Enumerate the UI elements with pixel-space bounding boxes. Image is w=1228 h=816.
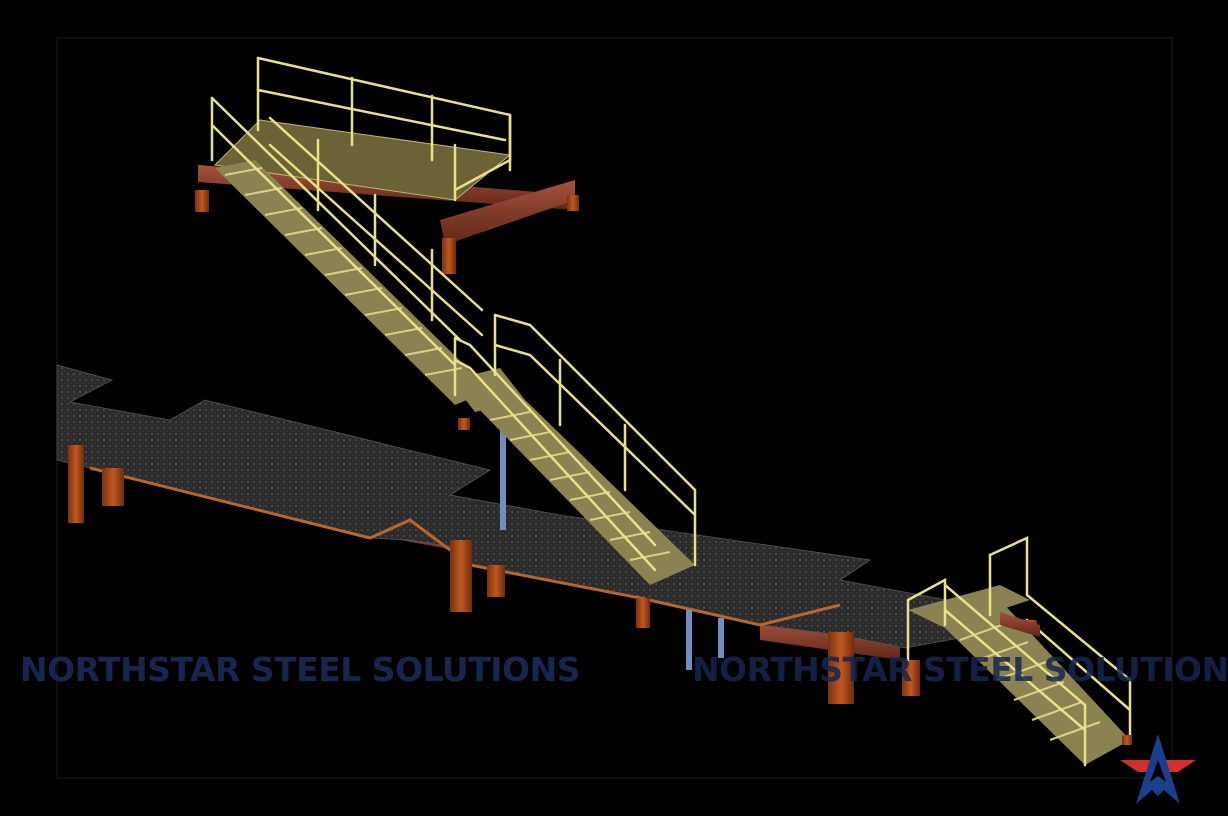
column-7 [902, 660, 920, 696]
upper-beam-cross [440, 180, 575, 245]
right-beam-fragment [1000, 612, 1040, 637]
column-3 [450, 540, 472, 612]
right-stair-rail-outer [988, 536, 1132, 742]
railings [210, 56, 697, 572]
lower-flight-handrail-left [453, 336, 657, 547]
upper-flight-handrail-left [210, 96, 462, 342]
column-6 [828, 632, 854, 704]
lower-flight-handrail-left-mid [453, 358, 657, 572]
upper-column-mid [442, 238, 456, 274]
upper-column-left [195, 190, 209, 212]
logo-a-cutout [1150, 760, 1166, 782]
column-5 [636, 598, 650, 628]
blue-post-2 [686, 610, 692, 670]
watermark-right: NORTHSTAR STEEL SOLUTIONS [692, 650, 1228, 689]
main-stair-lower-flight [450, 368, 695, 585]
right-stair-rail-inner [943, 583, 1087, 767]
lower-flight-handrail-right-mid [493, 343, 697, 517]
watermark-left: NORTHSTAR STEEL SOLUTIONS [20, 650, 580, 689]
upper-flight-handrail-left-mid [210, 123, 457, 367]
blue-post-1 [500, 430, 506, 530]
stair-stringer-upper [215, 160, 490, 405]
blue-post-3 [718, 618, 724, 658]
upper-column-right [567, 195, 579, 211]
right-stair-rail-inner-mid [943, 608, 1087, 732]
right-stair-base-bracket [1122, 735, 1132, 745]
right-stair [906, 536, 1132, 767]
upper-guardrail-mid [256, 88, 507, 142]
northstar-a-star-icon [1120, 734, 1196, 804]
right-stair-rail-outer-mid [1025, 618, 1132, 712]
lower-walkway [56, 364, 1032, 704]
main-stair-upper-flight [215, 160, 490, 405]
column-4 [487, 565, 505, 597]
mid-landing-bracket [458, 418, 470, 430]
walkway-grating-deck [56, 364, 1032, 649]
column-2 [102, 468, 124, 506]
column-1 [68, 445, 84, 523]
lower-flight-handrail-right [493, 313, 697, 567]
stair-stringer-lower [475, 395, 695, 585]
